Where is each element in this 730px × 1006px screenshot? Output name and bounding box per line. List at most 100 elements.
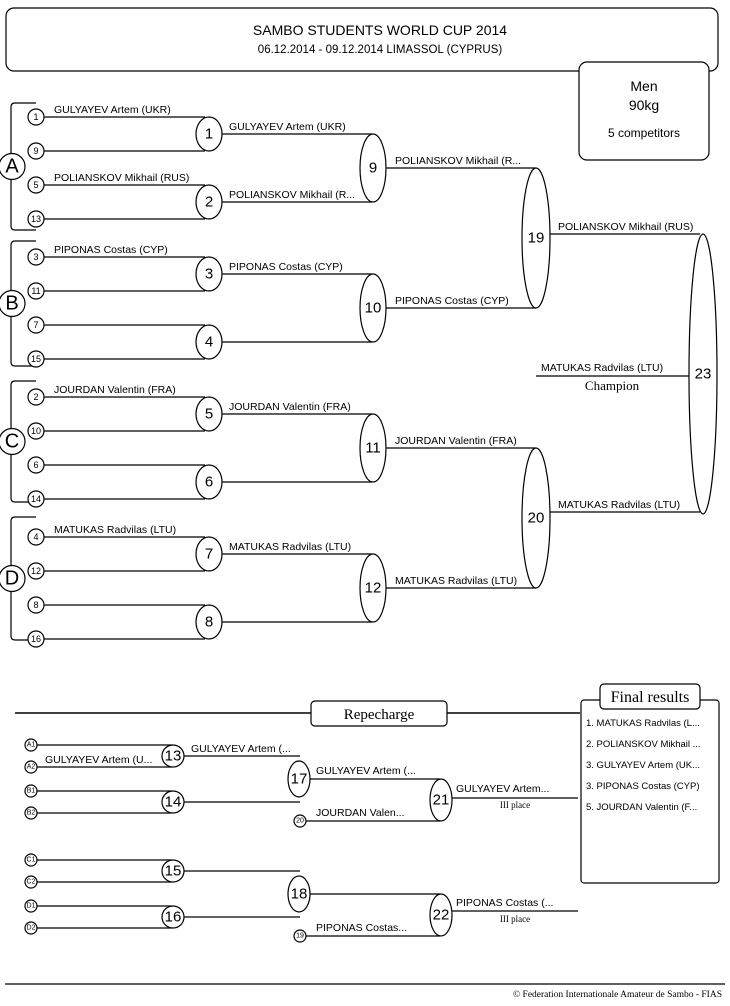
draw-seed-2: 2 xyxy=(33,392,38,402)
footer-text: © Federation Internationale Amateur de S… xyxy=(513,989,722,1000)
pool-badge-b xyxy=(0,289,26,318)
draw-seed-circle xyxy=(27,456,45,474)
draw-seed-15: 15 xyxy=(31,354,41,364)
final-result-item: 5. JOURDAN Valentin (F... xyxy=(586,802,697,813)
final-results-list: 1. MATUKAS Radvilas (L... 2. POLIANSKOV … xyxy=(586,718,701,813)
draw-name: JOURDAN Valentin (FRA) xyxy=(54,384,176,396)
rep-entry-circle xyxy=(293,814,307,828)
draw-name: GULYAYEV Artem (UKR) xyxy=(54,104,171,116)
bout-22 xyxy=(429,893,453,937)
pool-badge-d xyxy=(0,564,26,593)
bout-number-1: 1 xyxy=(205,126,213,143)
rep-winner: PIPONAS Costas (... xyxy=(456,897,553,909)
bout-20 xyxy=(521,447,551,589)
bout-number-12: 12 xyxy=(365,580,382,597)
bout-15 xyxy=(161,859,185,883)
pool-badge-c xyxy=(0,427,26,456)
bout-9 xyxy=(359,133,387,203)
bout-18 xyxy=(287,875,311,913)
bout-number-23: 23 xyxy=(695,366,712,383)
rep-slot-circle xyxy=(24,875,38,889)
round1-winner: MATUKAS Radvilas (LTU) xyxy=(229,541,351,553)
bout-3 xyxy=(195,256,223,292)
semi-winner: MATUKAS Radvilas (LTU) xyxy=(558,499,680,511)
rep-slot-d2: D2 xyxy=(27,925,36,932)
rep-winner: GULYAYEV Artem... xyxy=(456,783,549,795)
draw-seed-16: 16 xyxy=(31,634,41,644)
bout-14-number: 14 xyxy=(165,794,182,811)
draw-seed-10: 10 xyxy=(31,426,41,436)
bout-19 xyxy=(521,167,551,309)
draw-name: POLIANSKOV Mikhail (RUS) xyxy=(54,172,189,184)
draw-seed-12: 12 xyxy=(31,566,41,576)
bout-22-number: 22 xyxy=(433,907,450,924)
bout-number-6: 6 xyxy=(205,474,213,491)
bout-21 xyxy=(429,778,453,822)
draw-seed-circle xyxy=(27,176,45,194)
bout-11 xyxy=(359,413,387,483)
pool-label-a: A xyxy=(5,156,19,178)
draw-name: PIPONAS Costas (CYP) xyxy=(54,244,168,256)
repecharge-label-box xyxy=(310,700,448,727)
third-place-caption: III place xyxy=(500,800,530,810)
rep-slot-circle xyxy=(24,806,38,820)
bout-7 xyxy=(195,536,223,572)
draw-seed-circle xyxy=(27,350,45,368)
rep-slot-a1: A1 xyxy=(27,742,36,749)
final-bout: 23 MATUKAS Radvilas (LTU) Champion xyxy=(536,233,718,515)
semi-winner: POLIANSKOV Mikhail (RUS) xyxy=(558,221,693,233)
draw-seed-8: 8 xyxy=(33,600,38,610)
bout-21-number: 21 xyxy=(433,792,450,809)
rep-entry-name: PIPONAS Costas... xyxy=(316,922,407,934)
rep-entry-name: JOURDAN Valen... xyxy=(316,807,405,819)
bout-number-7: 7 xyxy=(205,546,213,563)
category-weight: 90kg xyxy=(629,97,659,113)
bout-18-number: 18 xyxy=(291,886,308,903)
round2-winner: MATUKAS Radvilas (LTU) xyxy=(395,575,517,587)
draw-seed-4: 4 xyxy=(33,532,38,542)
draw-seed-circle xyxy=(27,316,45,334)
bout-16-number: 16 xyxy=(165,909,182,926)
draw-name: MATUKAS Radvilas (LTU) xyxy=(54,524,176,536)
repecharge-title: Repecharge xyxy=(344,707,415,723)
rep-entry-seed: 20 xyxy=(296,818,304,825)
final-results-title: Final results xyxy=(611,689,690,706)
draw-seed-circle xyxy=(27,528,45,546)
bout-number-4: 4 xyxy=(205,334,213,351)
bout-6 xyxy=(195,464,223,500)
draw-seed-circle xyxy=(27,630,45,648)
bout-17-number: 17 xyxy=(291,771,308,788)
draw-seed-9: 9 xyxy=(33,146,38,156)
rep-slot-circle xyxy=(24,921,38,935)
bout-number-2: 2 xyxy=(205,194,213,211)
bout-number-19: 19 xyxy=(528,230,545,247)
rep-slot-circle xyxy=(24,853,38,867)
rep-slot-b2: B2 xyxy=(27,810,36,817)
rep-slot-circle xyxy=(24,899,38,913)
bout-number-9: 9 xyxy=(369,160,377,177)
bout-number-8: 8 xyxy=(205,614,213,631)
draw-seed-11: 11 xyxy=(31,286,40,296)
draw-seed-circle xyxy=(27,422,45,440)
third-place-caption: III place xyxy=(500,914,530,924)
draw-seed-5: 5 xyxy=(33,180,38,190)
bout-13 xyxy=(161,744,185,768)
bout-8 xyxy=(195,604,223,640)
rep-slot-circle xyxy=(24,738,38,752)
rep-slot-a2: A2 xyxy=(27,764,36,771)
draw-seed-circle xyxy=(27,388,45,406)
bout-5 xyxy=(195,396,223,432)
bout-23 xyxy=(688,233,718,515)
bout-17 xyxy=(287,760,311,798)
draw-seed-3: 3 xyxy=(33,252,38,262)
bout-number-5: 5 xyxy=(205,406,213,423)
round1-winner: PIPONAS Costas (CYP) xyxy=(229,261,343,273)
bout-number-20: 20 xyxy=(528,510,545,527)
draw-seed-circle xyxy=(27,282,45,300)
draw-seed-circle xyxy=(27,108,45,126)
bout-10 xyxy=(359,273,387,343)
draw-seed-7: 7 xyxy=(33,320,38,330)
